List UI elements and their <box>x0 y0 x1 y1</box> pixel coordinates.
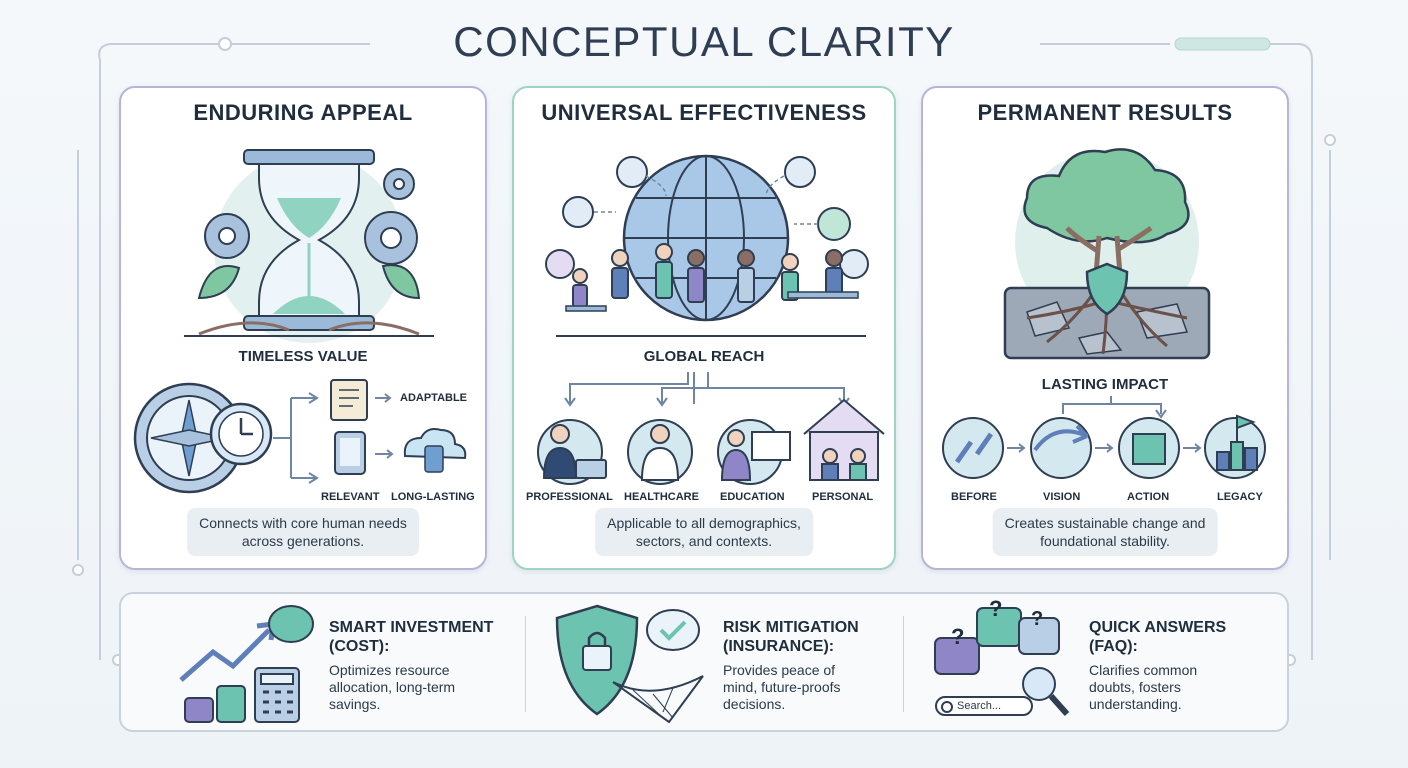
compass-clock-illustration <box>133 379 467 494</box>
search-icon <box>941 701 953 713</box>
sector-people-illustration <box>537 372 885 485</box>
subtitle-timeless-value: TIMELESS VALUE <box>238 348 368 365</box>
panel-divider <box>903 616 904 712</box>
label-vision: VISION <box>1043 491 1081 503</box>
caption-enduring-appeal: Connects with core human needs across ge… <box>187 508 419 556</box>
panel-divider <box>525 616 526 712</box>
label-professional: PROFESSIONAL <box>526 491 613 503</box>
question-mark-icon: ? <box>951 624 965 649</box>
faq-search-input[interactable]: Search... <box>935 696 1033 716</box>
card-title: ENDURING APPEAL <box>193 100 413 125</box>
card-title: PERMANENT RESULTS <box>977 100 1233 125</box>
label-healthcare: HEALTHCARE <box>624 491 699 503</box>
question-bubbles-icon <box>934 607 1070 716</box>
card-universal-effectiveness: UNIVERSAL EFFECTIVENESS GLOBAL REA <box>512 86 896 570</box>
benefit-description: Clarifies common doubts, fosters underst… <box>1089 662 1198 712</box>
caption-permanent-results: Creates sustainable change and foundatio… <box>992 508 1218 556</box>
label-action: ACTION <box>1127 491 1170 503</box>
question-mark-icon: ? <box>989 596 1003 621</box>
label-before: BEFORE <box>951 491 997 503</box>
benefit-heading: RISK MITIGATION (INSURANCE): <box>723 619 859 655</box>
benefit-heading: SMART INVESTMENT (COST): <box>329 619 494 655</box>
hourglass-gears-illustration <box>184 149 434 343</box>
benefit-description: Optimizes resource allocation, long-term… <box>329 662 456 712</box>
label-relevant: RELEVANT <box>321 491 380 503</box>
globe-team-illustration <box>545 154 869 337</box>
subtitle-lasting-impact: LASTING IMPACT <box>1041 376 1169 393</box>
question-mark-icon: ? <box>1031 608 1044 630</box>
card-permanent-results: PERMANENT RESULTS LASTING IMPACT BEFORE … <box>921 86 1289 570</box>
investment-icon <box>179 605 314 723</box>
progress-steps-illustration <box>942 396 1266 479</box>
label-adaptable: ADAPTABLE <box>400 392 468 404</box>
card-title: UNIVERSAL EFFECTIVENESS <box>541 100 867 125</box>
label-education: EDUCATION <box>720 491 785 503</box>
caption-universal-effectiveness: Applicable to all demographics, sectors,… <box>595 508 813 556</box>
benefit-description: Provides peace of mind, future-proofs de… <box>723 662 841 712</box>
label-legacy: LEGACY <box>1217 491 1263 503</box>
bottom-benefits-panel: SMART INVESTMENT (COST): Optimizes resou… <box>119 592 1289 732</box>
shield-lock-icon <box>555 604 704 724</box>
tree-roots-illustration <box>1003 148 1211 360</box>
label-personal: PERSONAL <box>812 491 874 503</box>
subtitle-global-reach: GLOBAL REACH <box>643 348 765 365</box>
label-long-lasting: LONG-LASTING <box>391 491 475 503</box>
card-enduring-appeal: ENDURING APPEAL TIMELESS VALUE <box>119 86 487 570</box>
page-title: CONCEPTUAL CLARITY <box>453 18 955 65</box>
benefit-heading: QUICK ANSWERS (FAQ): <box>1089 619 1227 655</box>
